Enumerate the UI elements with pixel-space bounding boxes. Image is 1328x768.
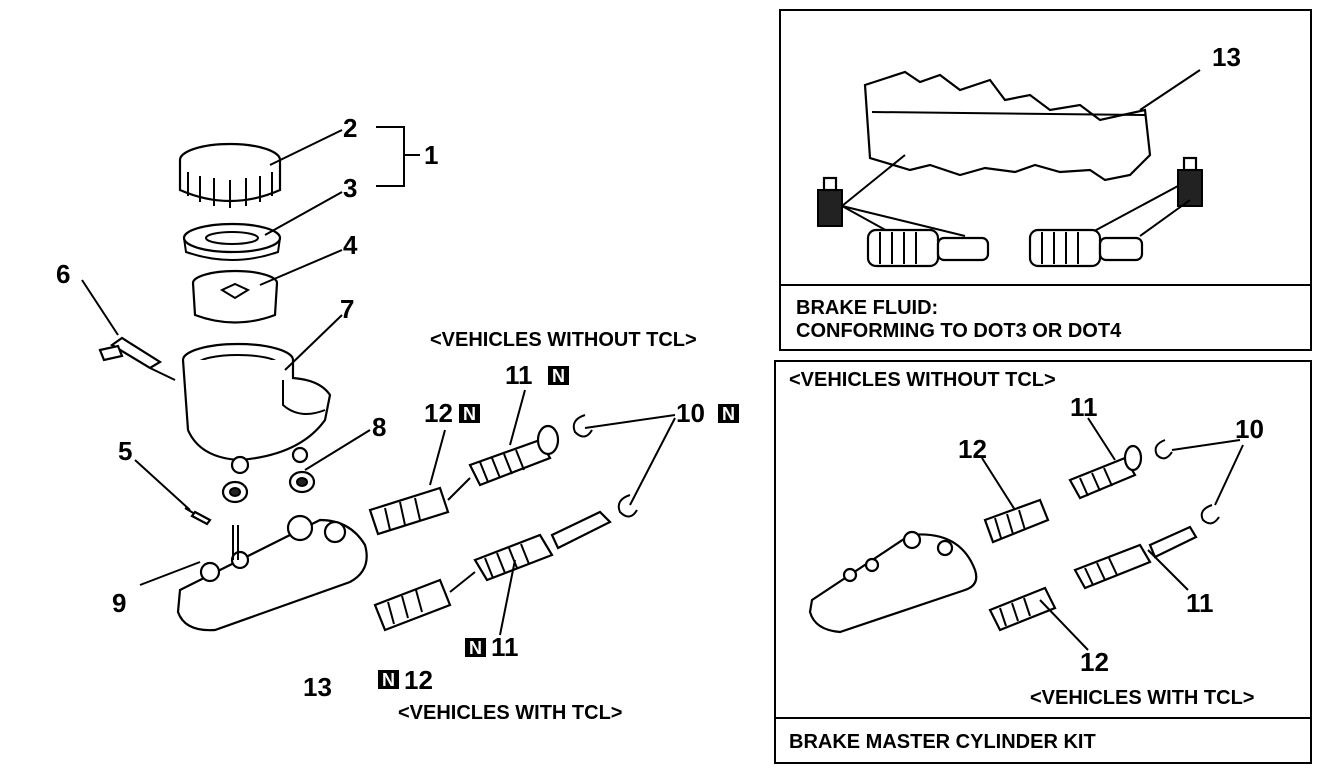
kit-snap-rings xyxy=(1154,439,1220,525)
new-part-tag xyxy=(548,366,569,385)
kit-callout-10: 10 xyxy=(1235,414,1264,444)
kit-callout-11-top: 11 xyxy=(1070,392,1098,422)
reservoir-cap xyxy=(178,142,282,208)
callout-11-bottom: 11 xyxy=(491,632,519,662)
callout-13: 13 xyxy=(303,672,332,702)
snap-rings xyxy=(572,414,638,518)
new-part-tag xyxy=(459,404,480,423)
callout-2: 2 xyxy=(343,113,357,143)
leader-lines xyxy=(81,126,676,636)
kit-with-tcl-label: <VEHICLES WITH TCL> xyxy=(1030,687,1254,709)
pin xyxy=(184,507,212,526)
kit-callout-12-top: 12 xyxy=(958,434,987,464)
new-part-tag xyxy=(465,638,486,657)
new-part-tag-letter: N xyxy=(722,404,735,424)
brake-fluid-box: 13 BRAKE FLUID: CONFORMING TO DOT3 OR DO… xyxy=(779,9,1312,351)
callout-5: 5 xyxy=(118,436,132,466)
callout-9: 9 xyxy=(112,588,126,618)
kit-callout-12-bottom: 12 xyxy=(1080,647,1109,677)
lubricant-tube-icon xyxy=(817,176,843,227)
master-cylinder-body-kit xyxy=(808,530,978,634)
master-cylinder-kit-box: <VEHICLES WITHOUT TCL> xyxy=(774,360,1312,764)
new-part-tag xyxy=(378,670,399,689)
callout-1: 1 xyxy=(424,140,438,170)
kit-without-tcl-label: <VEHICLES WITHOUT TCL> xyxy=(789,369,1056,391)
without-tcl-label: <VEHICLES WITHOUT TCL> xyxy=(430,329,697,351)
cap-seal xyxy=(182,222,282,261)
lubricant-tube-icon xyxy=(1177,156,1203,207)
callout-3: 3 xyxy=(343,173,357,203)
new-part-tag xyxy=(718,404,739,423)
callout-12-bottom: 12 xyxy=(404,665,433,695)
new-part-tag-letter: N xyxy=(552,366,565,386)
callout-11-top: 11 xyxy=(505,360,533,390)
callout-10: 10 xyxy=(676,398,705,428)
piston-cups xyxy=(866,228,1144,268)
new-part-tag-letter: N xyxy=(469,638,482,658)
callout-7: 7 xyxy=(340,294,354,324)
reservoir-stopper-bolt xyxy=(98,336,176,381)
strainer xyxy=(191,269,279,324)
callout-13-box: 13 xyxy=(1212,42,1241,72)
callout-4: 4 xyxy=(343,230,358,260)
with-tcl-label: <VEHICLES WITH TCL> xyxy=(398,702,622,724)
kit-caption: BRAKE MASTER CYLINDER KIT xyxy=(789,731,1096,753)
kit-callout-11-bottom: 11 xyxy=(1186,588,1214,618)
new-part-tag-letter: N xyxy=(463,404,476,424)
fluid-caption-1: BRAKE FLUID: xyxy=(796,297,938,319)
reservoir-seals xyxy=(221,470,316,504)
secondary-piston-assembly xyxy=(373,510,612,632)
new-part-tag-letter: N xyxy=(382,670,395,690)
fluid-caption-2: CONFORMING TO DOT3 OR DOT4 xyxy=(796,320,1122,342)
callout-12-top: 12 xyxy=(424,398,453,428)
callout-8: 8 xyxy=(372,412,386,442)
primary-piston-assembly xyxy=(368,424,560,536)
master-cylinder-body-left xyxy=(176,514,368,632)
kit-secondary-piston xyxy=(988,525,1198,632)
reservoir xyxy=(181,342,332,475)
callout-6: 6 xyxy=(56,259,70,289)
kit-primary-piston xyxy=(983,444,1143,544)
